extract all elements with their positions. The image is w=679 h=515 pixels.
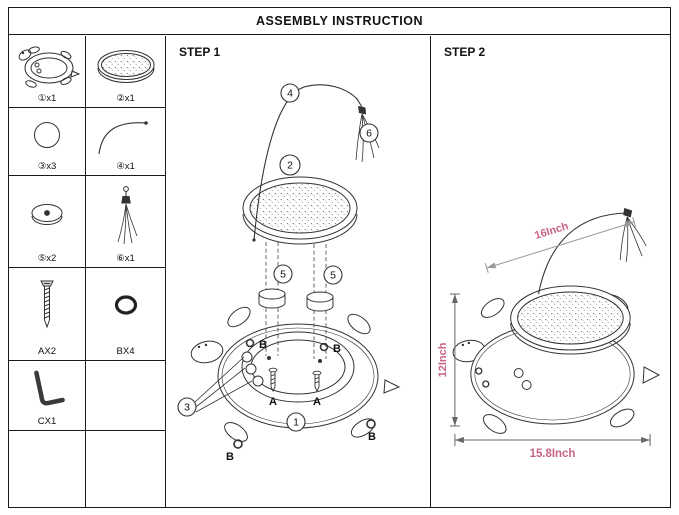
- svg-text:6: 6: [366, 128, 372, 140]
- ball-icon: [11, 110, 83, 161]
- tassel-icon: [90, 178, 162, 253]
- step1-title: STEP 1: [179, 45, 221, 59]
- svg-text:5: 5: [330, 270, 336, 282]
- wand-wire-icon: [90, 110, 162, 161]
- ring-markers: [233, 338, 376, 449]
- assembled-tassel-drawing: [619, 208, 647, 263]
- screw-right-drawing: [312, 370, 322, 393]
- marker-ring-top-right: B: [333, 343, 341, 355]
- alignment-dashes: [265, 242, 327, 359]
- assembled-turtle-drawing: [452, 294, 661, 434]
- svg-text:2: 2: [287, 160, 293, 172]
- part-label: BX4: [116, 346, 135, 357]
- step1-panel: STEP 1: [166, 36, 431, 507]
- dimension-wand-length: 16Inch: [484, 217, 637, 273]
- part-label: ②x1: [116, 93, 135, 104]
- scratch-pad-drawing: [242, 176, 358, 245]
- part-cell-allen-key: CX1: [9, 361, 86, 431]
- part-label: ④x1: [116, 161, 135, 172]
- part-label: CX1: [37, 416, 57, 427]
- marker-ring-bottom-right: B: [368, 431, 376, 443]
- callout-pad: 2: [279, 154, 301, 176]
- parts-filler-right: [86, 431, 165, 507]
- screw-left-drawing: [268, 367, 278, 393]
- allen-key-icon: [11, 363, 83, 416]
- callout-balls: 3: [177, 397, 197, 417]
- marker-screw-right: A: [313, 396, 321, 408]
- part-label: ⑤x2: [37, 253, 57, 264]
- callout-wand: 4: [280, 83, 300, 103]
- part-label: ⑥x1: [116, 253, 135, 264]
- assembled-pad-drawing: [510, 285, 631, 355]
- step1-diagram: A A B B B B 4: [177, 83, 401, 463]
- scratch-pad-icon: [90, 38, 162, 93]
- spacer-disc-icon: [11, 178, 83, 253]
- step2-title: STEP 2: [444, 45, 486, 59]
- part-label: ①x1: [37, 93, 57, 104]
- svg-text:3: 3: [184, 402, 190, 414]
- dimension-height: 12Inch: [437, 293, 460, 427]
- dimension-height-text: 12Inch: [437, 342, 449, 377]
- part-cell-scratch-pad: ②x1: [86, 36, 165, 108]
- part-cell-turtle-base: ①x1: [9, 36, 86, 108]
- callout-spacer-right: 5: [323, 265, 343, 285]
- part-cell-spacer-disc: ⑤x2: [9, 176, 86, 268]
- part-cell-wand-wire: ④x1: [86, 108, 165, 176]
- part-cell-ring: BX4: [86, 268, 165, 361]
- part-cell-screw: AX2: [9, 268, 86, 361]
- parts-filler-left: [9, 431, 86, 507]
- page-title: ASSEMBLY INSTRUCTION: [9, 8, 670, 35]
- marker-ring-top-left: B: [259, 339, 267, 351]
- part-cell-empty: [86, 361, 165, 431]
- callout-base: 1: [286, 412, 306, 432]
- part-label: ③x3: [37, 161, 57, 172]
- marker-screw-left: A: [269, 396, 277, 408]
- assembled-wand-drawing: [538, 212, 628, 295]
- callouts: 4 6 2 5: [177, 83, 379, 432]
- spacer-discs-drawing: [258, 288, 334, 312]
- dimension-width: 15.8Inch: [454, 434, 651, 460]
- marker-ring-bottom-left: B: [226, 451, 234, 463]
- ring-icon: [90, 270, 162, 346]
- dimension-width-text: 15.8Inch: [530, 448, 576, 460]
- callout-spacer-left: 5: [273, 264, 293, 284]
- callout-tassel: 6: [359, 123, 379, 143]
- turtle-base-icon: [11, 38, 83, 93]
- dimension-wand-text: 16Inch: [533, 220, 570, 242]
- letter-markers: A A B B B B: [226, 339, 376, 463]
- step2-panel: STEP 2: [431, 36, 670, 507]
- screw-icon: [11, 270, 83, 346]
- svg-text:5: 5: [280, 269, 286, 281]
- part-cell-tassel: ⑥x1: [86, 176, 165, 268]
- page-frame: ASSEMBLY INSTRUCTION: [8, 7, 671, 508]
- turtle-base-drawing: [190, 306, 401, 442]
- parts-list-panel: ①x1: [9, 36, 166, 507]
- page-body: ①x1: [9, 36, 670, 507]
- step2-diagram: 16Inch 12Inch: [437, 208, 661, 460]
- balls-leader-lines: [194, 356, 253, 413]
- svg-text:1: 1: [293, 417, 299, 429]
- part-label: AX2: [38, 346, 56, 357]
- part-cell-ball: ③x3: [9, 108, 86, 176]
- svg-text:4: 4: [287, 88, 293, 100]
